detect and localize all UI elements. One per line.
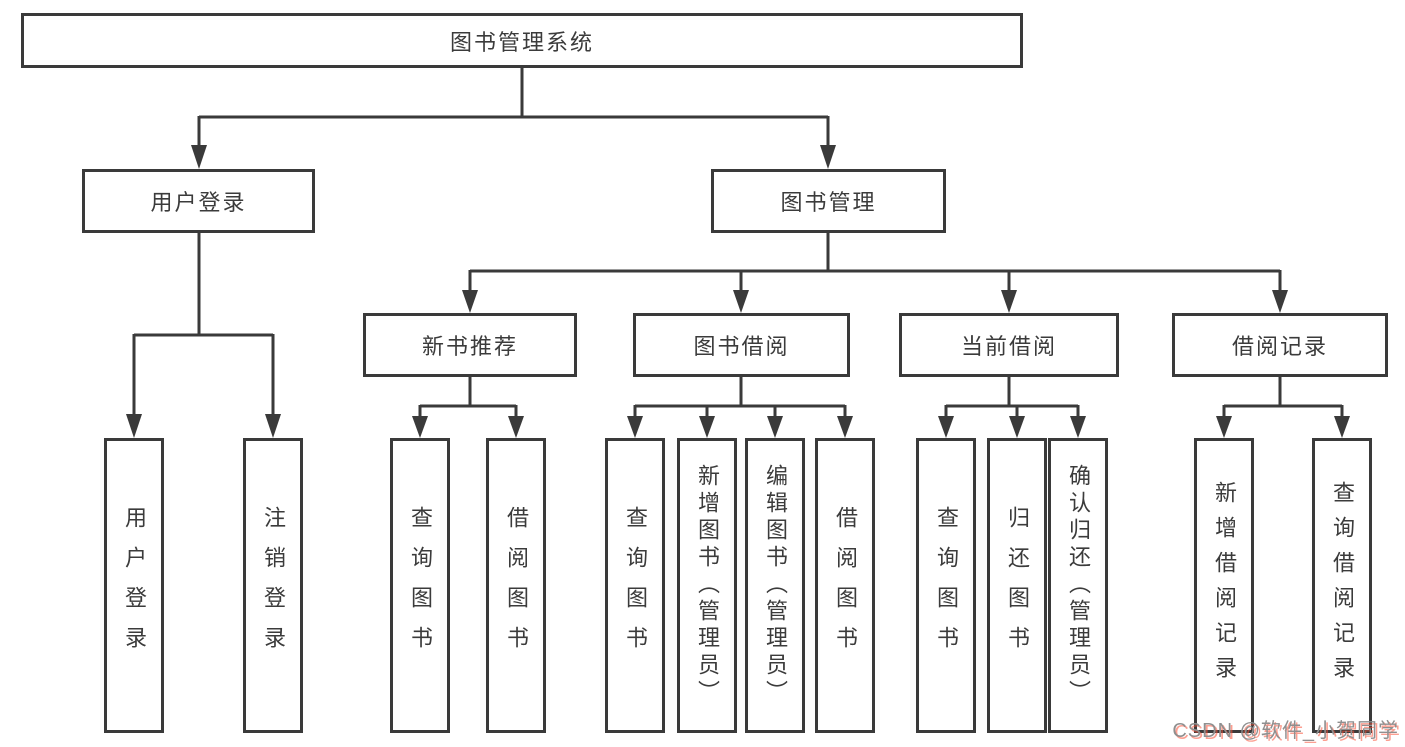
leaf-add-books-admin: 新增图书（管理员） [677,438,737,733]
leaf-confirm-return-admin: 确认归还（管理员） [1048,438,1108,733]
leaf-add-borrow-record: 新增借阅记录 [1194,438,1254,733]
node-user-login: 用户登录 [82,169,315,233]
node-new-book-recommend: 新书推荐 [363,313,577,377]
leaf-query-books-3: 查询图书 [916,438,976,733]
leaf-query-books-1: 查询图书 [390,438,450,733]
leaf-edit-books-admin: 编辑图书（管理员） [745,438,805,733]
node-borrow-records: 借阅记录 [1172,313,1388,377]
csdn-watermark: CSDN @软件_小贺同学 [1172,720,1399,742]
leaf-borrow-books-1: 借阅图书 [486,438,546,733]
leaf-query-books-2: 查询图书 [605,438,665,733]
leaf-borrow-books-2: 借阅图书 [815,438,875,733]
node-book-management: 图书管理 [711,169,946,233]
arrowheads [126,145,1350,438]
leaf-return-books: 归还图书 [987,438,1047,733]
leaf-user-login: 用户登录 [104,438,164,733]
leaf-logout: 注销登录 [243,438,303,733]
leaf-query-borrow-record: 查询借阅记录 [1312,438,1372,733]
node-book-borrow: 图书借阅 [633,313,850,377]
node-root-system: 图书管理系统 [21,13,1023,68]
node-current-borrow: 当前借阅 [899,313,1119,377]
